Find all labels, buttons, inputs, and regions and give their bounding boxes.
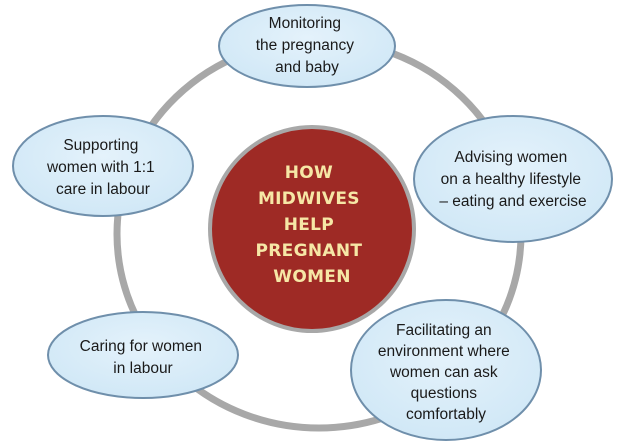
node-supporting-label: Supporting women with 1:1 care in labour [46,137,159,198]
center-node: HOW MIDWIVES HELP PREGNANT WOMEN [208,125,416,333]
node-supporting-bubble [12,115,194,217]
center-label: HOW MIDWIVES HELP PREGNANT WOMEN [256,163,369,287]
node-label-line: comfortably [406,406,486,423]
center-label-line: WOMEN [273,267,350,287]
node-label-line: questions [411,385,478,402]
center-label-line: HOW [285,163,333,183]
node-monitoring: Monitoring the pregnancy and baby [218,4,396,88]
center-label-line: HELP [284,215,334,235]
node-caring: Caring for women in labour [47,311,239,399]
node-label-line: Supporting [63,137,138,154]
node-advising: Advising women on a healthy lifestyle – … [413,115,613,243]
node-label-line: the pregnancy [256,37,354,54]
center-label-line: MIDWIVES [258,189,360,209]
node-label-line: on a healthy lifestyle [441,171,581,188]
node-label-line: in labour [113,360,172,377]
node-advising-label: Advising women on a healthy lifestyle – … [439,149,586,210]
node-facilitating-label: Facilitating an environment where women … [378,322,514,423]
node-label-line: – eating and exercise [439,193,586,210]
node-label-line: Facilitating an [396,322,492,339]
center-circle [208,125,416,333]
node-supporting: Supporting women with 1:1 care in labour [12,115,194,217]
node-advising-bubble [413,115,613,243]
node-facilitating: Facilitating an environment where women … [350,299,542,441]
node-label-line: Monitoring [269,15,341,32]
node-label-line: Advising women [454,149,567,166]
node-label-line: women can ask [389,364,498,381]
node-caring-label: Caring for women in labour [80,338,207,377]
node-label-line: environment where [378,343,510,360]
node-label-line: Caring for women [80,338,202,355]
node-facilitating-bubble [350,299,542,441]
node-label-line: and baby [275,59,339,76]
node-caring-bubble [47,311,239,399]
center-label-line: PREGNANT [256,241,363,261]
node-label-line: care in labour [56,181,150,198]
node-monitoring-label: Monitoring the pregnancy and baby [256,15,359,76]
node-label-line: women with 1:1 [46,159,155,176]
node-monitoring-bubble [218,4,396,88]
